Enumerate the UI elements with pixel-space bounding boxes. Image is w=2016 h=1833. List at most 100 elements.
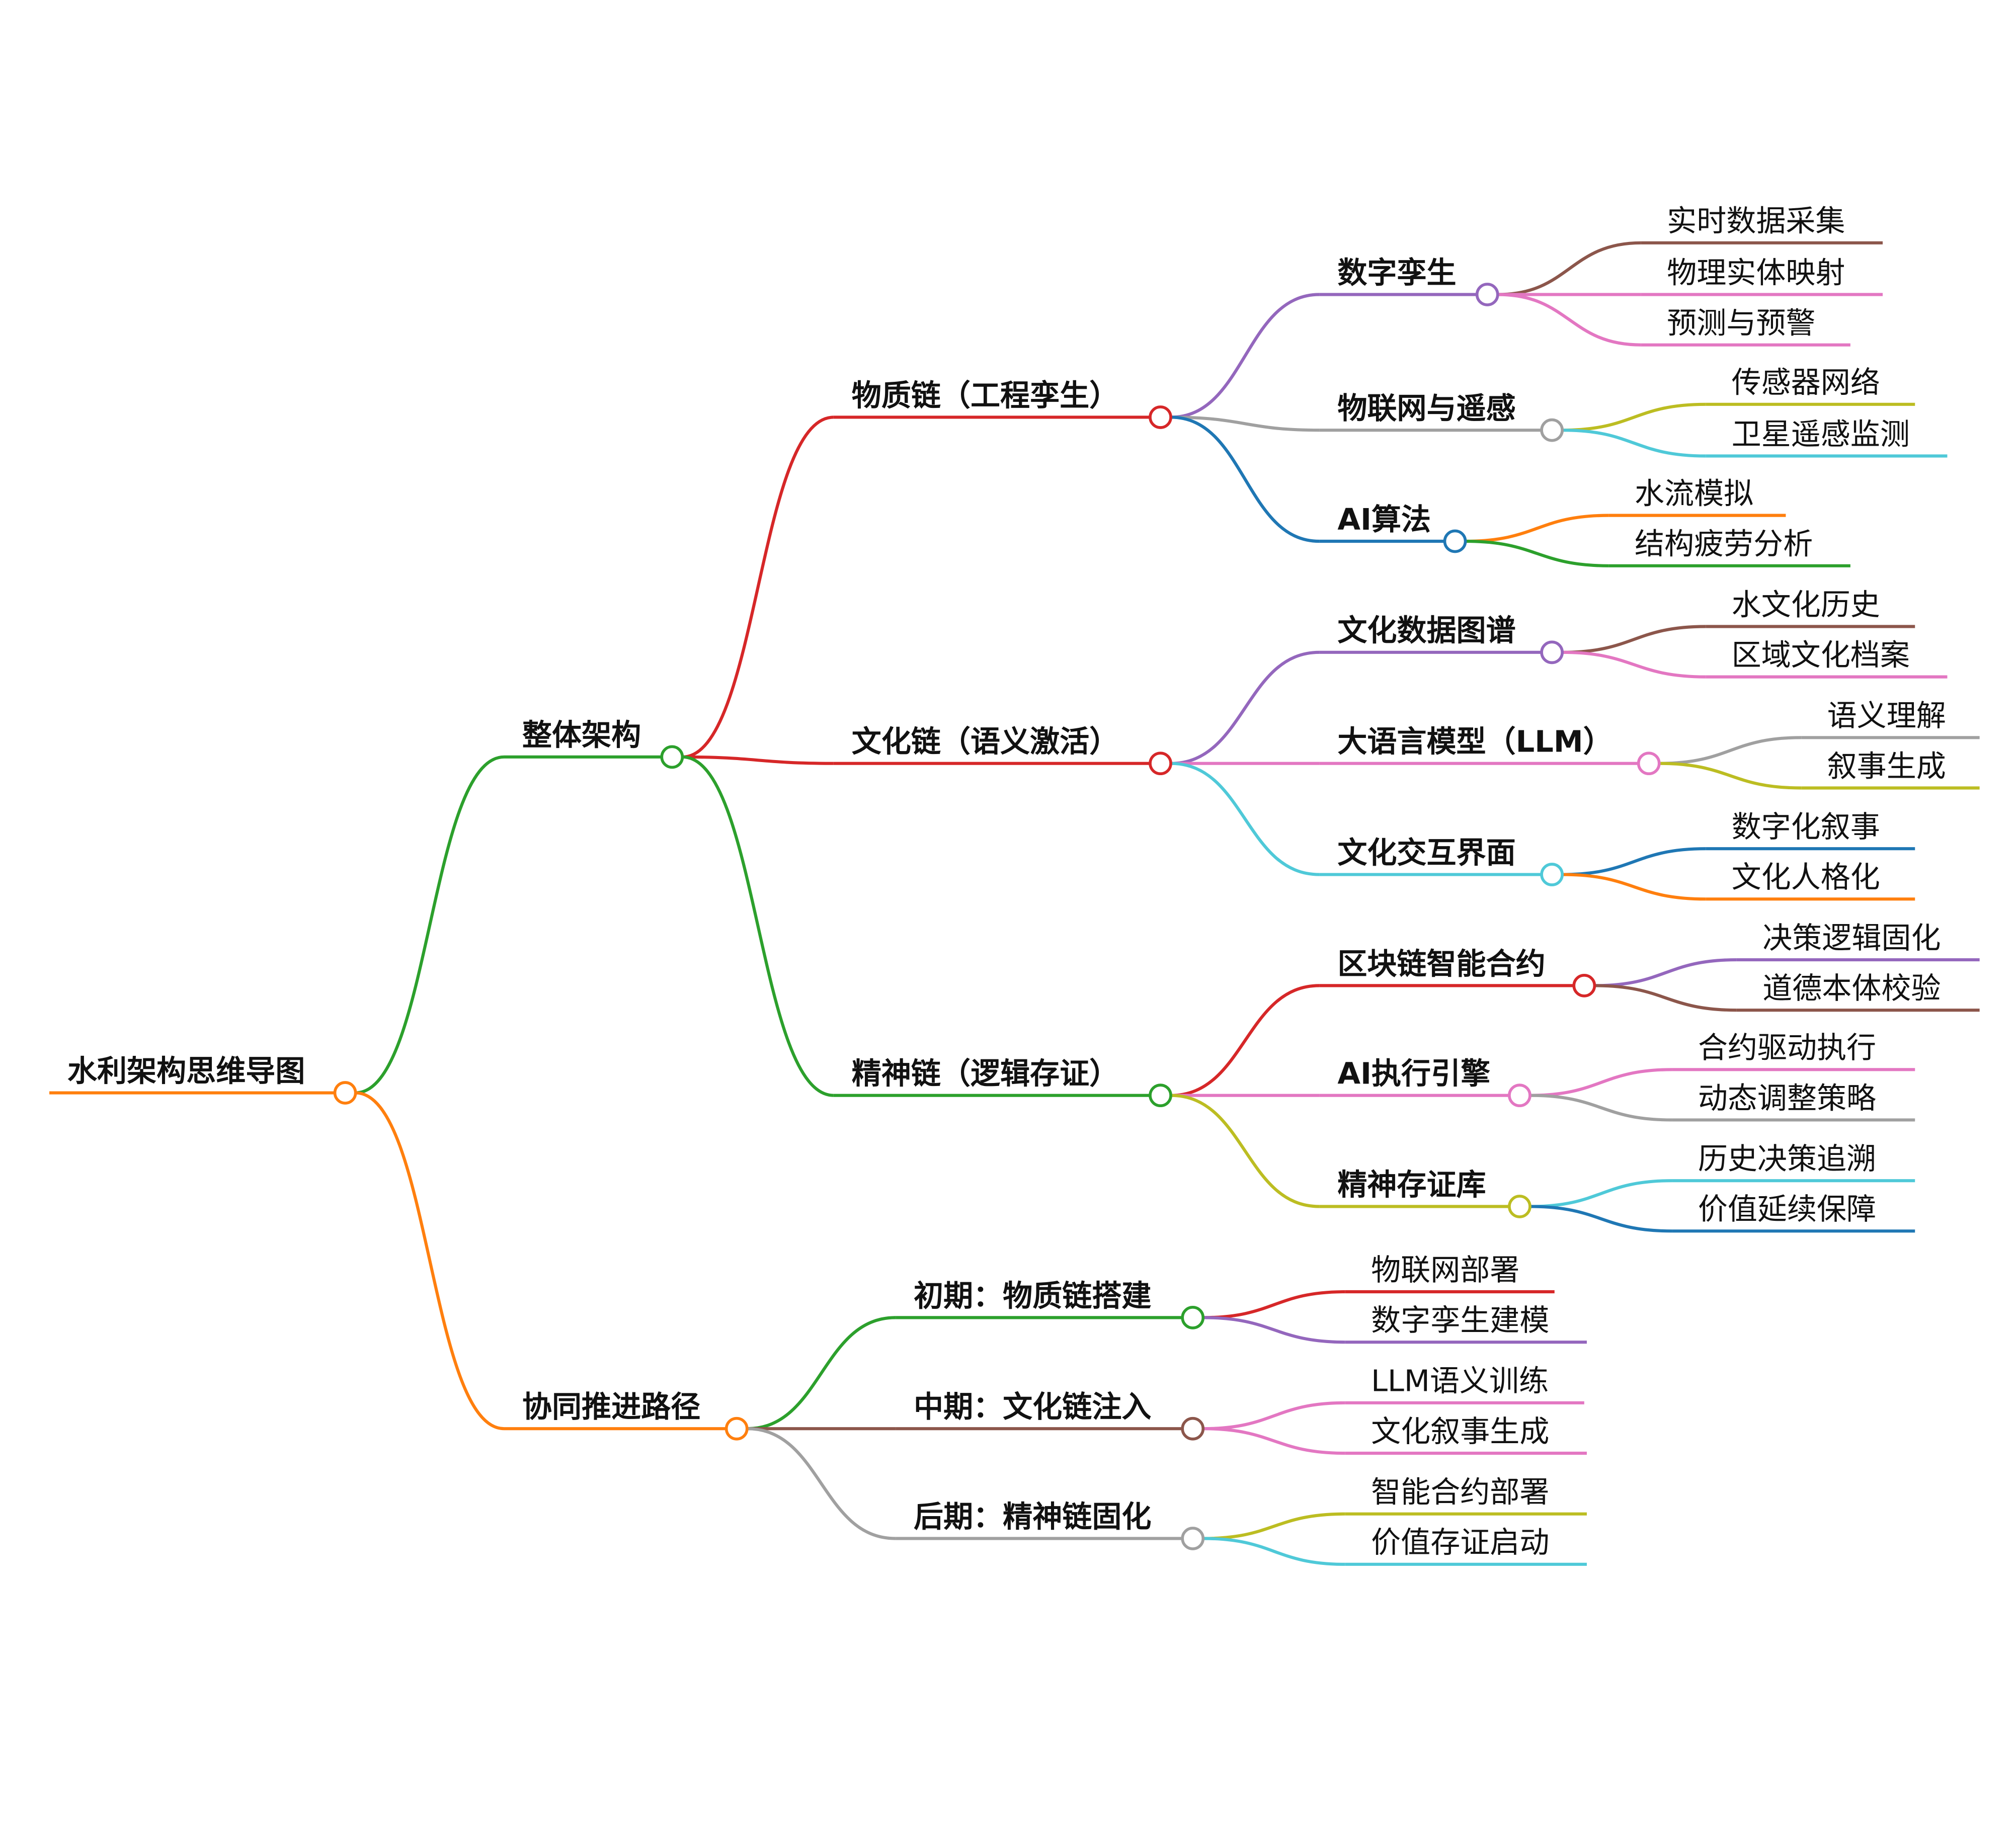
leaf-node[interactable]: 文化叙事生成 [1345, 1414, 1587, 1455]
connector-edge [1497, 241, 1641, 296]
collapse-toggle-icon[interactable] [1637, 752, 1661, 776]
topic-node[interactable]: 初期：物质链搭建 [896, 1278, 1205, 1329]
node-label: 价值存证启动 [1371, 1525, 1549, 1560]
connector-edge [1171, 1094, 1320, 1208]
collapse-toggle-icon[interactable] [1540, 863, 1564, 886]
topic-node[interactable]: 中期：文化链注入 [896, 1389, 1205, 1441]
collapse-toggle-icon[interactable] [333, 1081, 357, 1105]
leaf-node[interactable]: 数字孪生建模 [1345, 1303, 1587, 1344]
leaf-node[interactable]: 叙事生成 [1801, 748, 1980, 790]
topic-node[interactable]: 整体架构 [504, 718, 684, 769]
topic-node[interactable]: 文化交互界面 [1319, 835, 1564, 886]
leaf-node[interactable]: 价值存证启动 [1345, 1525, 1587, 1566]
node-label: AI执行引擎 [1337, 1056, 1490, 1091]
collapse-toggle-icon[interactable] [1181, 1305, 1205, 1329]
node-label: 历史决策追溯 [1698, 1141, 1876, 1176]
topic-node[interactable]: AI算法 [1319, 502, 1467, 553]
connector-edge [1562, 650, 1706, 679]
collapse-toggle-icon[interactable] [1181, 1417, 1205, 1441]
node-label: 语义理解 [1827, 698, 1946, 733]
topic-node[interactable]: 物联网与遥感 [1319, 391, 1564, 442]
connector-edge [1465, 514, 1609, 543]
node-label: 精神链（逻辑存证） [852, 1056, 1119, 1091]
leaf-node[interactable]: 物理实体映射 [1641, 255, 1883, 296]
leaf-node[interactable]: 语义理解 [1801, 698, 1980, 739]
topic-node[interactable]: 后期：精神链固化 [896, 1499, 1205, 1550]
node-label: 数字孪生 [1337, 255, 1456, 290]
collapse-toggle-icon[interactable] [1508, 1195, 1531, 1218]
collapse-toggle-icon[interactable] [724, 1417, 749, 1441]
topic-node[interactable]: 精神存证库 [1319, 1167, 1531, 1218]
node-label: 水利架构思维导图 [67, 1053, 305, 1088]
leaf-node[interactable]: 文化人格化 [1706, 860, 1915, 901]
leaf-node[interactable]: 道德本体校验 [1736, 971, 1980, 1012]
leaf-node[interactable]: 物联网部署 [1345, 1253, 1555, 1294]
node-label: 区块链智能合约 [1337, 946, 1545, 981]
connector-edge [1203, 1537, 1345, 1566]
leaf-node[interactable]: 区域文化档案 [1706, 638, 1948, 679]
topic-node[interactable]: 水利架构思维导图 [49, 1053, 357, 1105]
topic-node[interactable]: AI执行引擎 [1319, 1056, 1531, 1108]
topic-node[interactable]: 精神链（逻辑存证） [833, 1056, 1172, 1108]
connector-edge [1562, 402, 1706, 432]
node-label: 数字孪生建模 [1371, 1303, 1549, 1338]
collapse-toggle-icon[interactable] [660, 745, 684, 769]
leaf-node[interactable]: 预测与预警 [1641, 306, 1850, 347]
connector-edge [1562, 625, 1706, 654]
node-label: 叙事生成 [1827, 748, 1946, 783]
leaf-node[interactable]: 智能合约部署 [1345, 1475, 1587, 1516]
collapse-toggle-icon[interactable] [1508, 1084, 1531, 1108]
node-label: 水流模拟 [1635, 476, 1753, 511]
node-label: 实时数据采集 [1667, 204, 1845, 238]
leaf-node[interactable]: 历史决策追溯 [1672, 1141, 1915, 1183]
topic-node[interactable]: 文化数据图谱 [1319, 613, 1564, 664]
node-label: 精神存证库 [1337, 1167, 1486, 1202]
collapse-toggle-icon[interactable] [1540, 640, 1564, 664]
collapse-toggle-icon[interactable] [1149, 752, 1172, 776]
leaf-node[interactable]: 水流模拟 [1608, 476, 1786, 517]
node-label: 整体架构 [522, 718, 641, 753]
collapse-toggle-icon[interactable] [1540, 418, 1564, 442]
node-label: 道德本体校验 [1762, 971, 1941, 1006]
node-label: 后期：精神链固化 [914, 1499, 1151, 1534]
connector-edge [1171, 415, 1320, 543]
leaf-node[interactable]: 水文化历史 [1706, 587, 1915, 628]
collapse-toggle-icon[interactable] [1475, 283, 1499, 306]
node-label: LLM语义训练 [1371, 1364, 1549, 1398]
topic-node[interactable]: 大语言模型（LLM） [1319, 724, 1661, 776]
collapse-toggle-icon[interactable] [1149, 405, 1172, 429]
leaf-node[interactable]: 卫星遥感监测 [1706, 416, 1948, 458]
leaf-node[interactable]: 实时数据采集 [1641, 204, 1883, 244]
connector-edge [682, 415, 834, 759]
leaf-node[interactable]: 动态调整策略 [1672, 1080, 1915, 1122]
node-label: 卫星遥感监测 [1732, 416, 1910, 451]
topic-node[interactable]: 协同推进路径 [504, 1389, 749, 1441]
leaf-node[interactable]: LLM语义训练 [1345, 1364, 1584, 1404]
collapse-toggle-icon[interactable] [1181, 1527, 1205, 1550]
leaf-node[interactable]: 结构疲劳分析 [1608, 527, 1850, 567]
node-label: 价值延续保障 [1698, 1192, 1876, 1226]
connector-edge [1171, 762, 1320, 876]
collapse-toggle-icon[interactable] [1149, 1084, 1172, 1108]
topic-node[interactable]: 物质链（工程孪生） [833, 378, 1172, 429]
node-label: 合约驱动执行 [1698, 1030, 1876, 1065]
topic-node[interactable]: 数字孪生 [1319, 255, 1499, 306]
topic-node[interactable]: 文化链（语义激活） [833, 724, 1172, 776]
connector-edge [1171, 650, 1320, 765]
node-label: AI算法 [1337, 502, 1431, 537]
node-label: 水文化历史 [1732, 587, 1880, 622]
node-label: 区域文化档案 [1732, 638, 1910, 673]
topic-node[interactable]: 区块链智能合约 [1319, 946, 1596, 997]
node-label: 物联网与遥感 [1337, 391, 1515, 426]
node-label: 动态调整策略 [1698, 1080, 1876, 1115]
collapse-toggle-icon[interactable] [1572, 974, 1596, 997]
collapse-toggle-icon[interactable] [1443, 529, 1467, 553]
leaf-node[interactable]: 合约驱动执行 [1672, 1030, 1915, 1071]
leaf-node[interactable]: 决策逻辑固化 [1736, 921, 1980, 962]
leaf-node[interactable]: 数字化叙事 [1706, 809, 1915, 851]
leaf-node[interactable]: 传感器网络 [1706, 365, 1915, 406]
node-label: 文化数据图谱 [1337, 613, 1515, 648]
connector-edge [1594, 984, 1737, 1012]
node-label: 物联网部署 [1371, 1253, 1519, 1287]
leaf-node[interactable]: 价值延续保障 [1672, 1192, 1915, 1233]
